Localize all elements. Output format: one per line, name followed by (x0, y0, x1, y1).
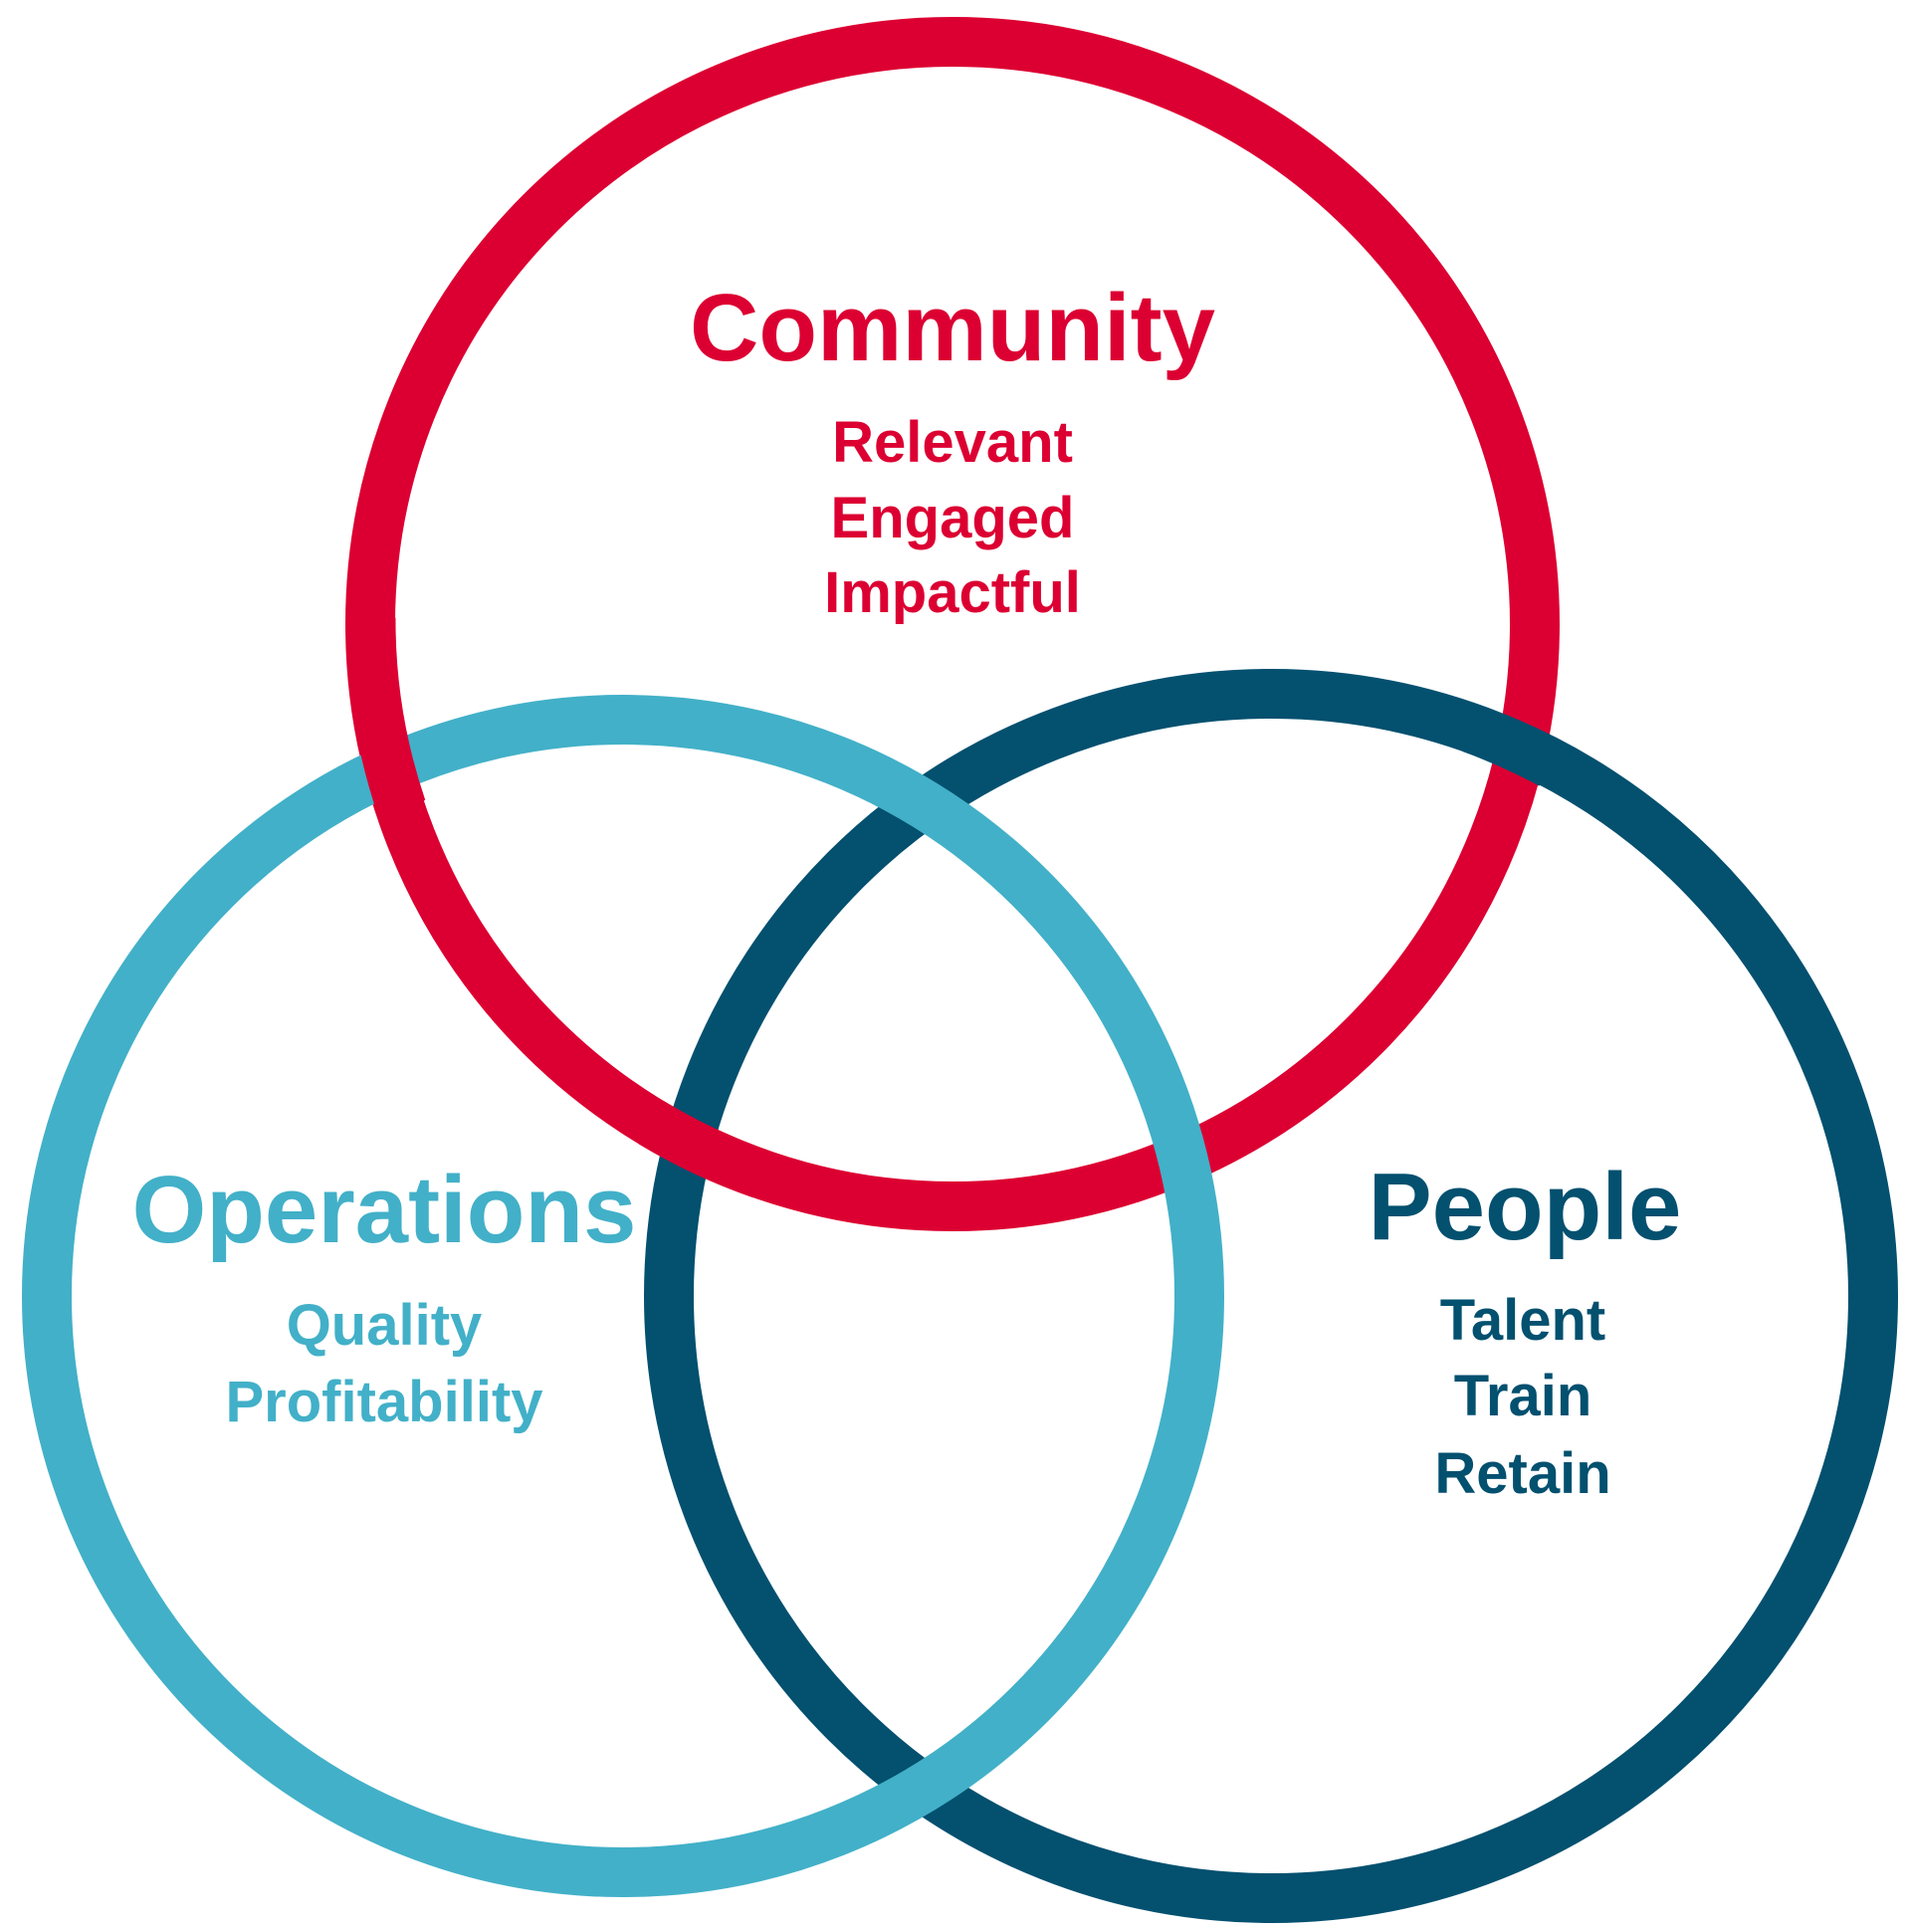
operations-circle (22, 695, 1224, 1897)
people-title: People (1369, 1154, 1682, 1260)
community-item-engaged: Engaged (831, 486, 1075, 550)
community-item-relevant: Relevant (832, 410, 1073, 475)
community-arc-left (345, 617, 426, 816)
operations-item-profitability: Profitability (225, 1370, 542, 1434)
people-arc-right (1462, 705, 1564, 786)
community-arc-bottom (638, 1101, 770, 1198)
community-title: Community (690, 275, 1215, 381)
people-circle (644, 669, 1898, 1923)
people-item-retain: Retain (1434, 1441, 1610, 1506)
people-item-talent: Talent (1440, 1288, 1606, 1353)
operations-title: Operations (132, 1157, 637, 1263)
operations-item-quality: Quality (287, 1293, 483, 1358)
people-item-train: Train (1454, 1364, 1592, 1428)
community-item-impactful: Impactful (824, 560, 1081, 625)
